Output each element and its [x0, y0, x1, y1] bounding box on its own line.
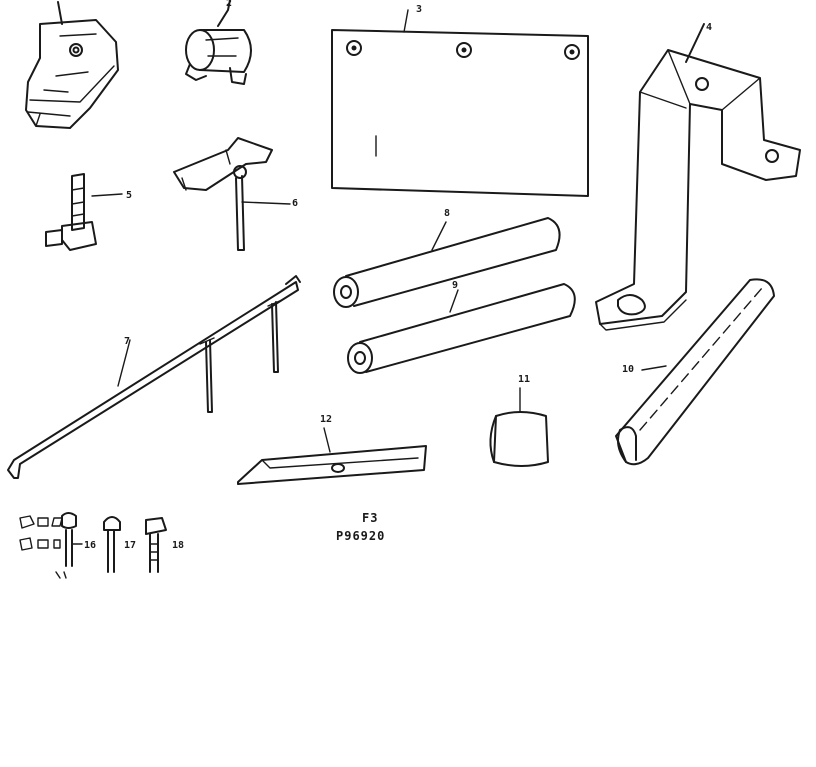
callout-10: 10	[622, 364, 634, 375]
callout-3: 3	[416, 4, 422, 15]
part-9-tube	[347, 283, 576, 374]
callout-12: 12	[320, 414, 332, 425]
callout-5: 5	[126, 190, 132, 201]
callout-16: 16	[84, 540, 96, 551]
figure-label: F3	[362, 511, 378, 525]
callout-4: 4	[706, 22, 712, 33]
callout-2: 2	[226, 0, 232, 9]
part-17-pin	[103, 516, 121, 573]
part-4-bracket	[595, 23, 801, 331]
part-6-lever	[173, 137, 291, 251]
callout-18: 18	[172, 540, 184, 551]
callout-9: 9	[452, 280, 458, 291]
part-12-blade	[237, 427, 427, 485]
part-5-fitting	[45, 173, 123, 251]
figure-code: P96920	[336, 529, 385, 543]
part-13-15-hardware	[19, 512, 77, 579]
callout-11: 11	[518, 374, 530, 385]
part-11-sleeve	[489, 387, 549, 467]
part-3-plate	[331, 9, 589, 197]
part-2-hub	[185, 0, 252, 85]
part-8-tube	[333, 217, 561, 308]
callout-17: 17	[124, 540, 136, 551]
part-1-grip	[25, 1, 119, 129]
callout-7: 7	[124, 336, 130, 347]
part-7-rod	[7, 275, 301, 479]
callout-8: 8	[444, 208, 450, 219]
callout-6: 6	[292, 198, 298, 209]
part-10-channel	[615, 278, 775, 466]
part-18-bolt	[145, 517, 167, 573]
